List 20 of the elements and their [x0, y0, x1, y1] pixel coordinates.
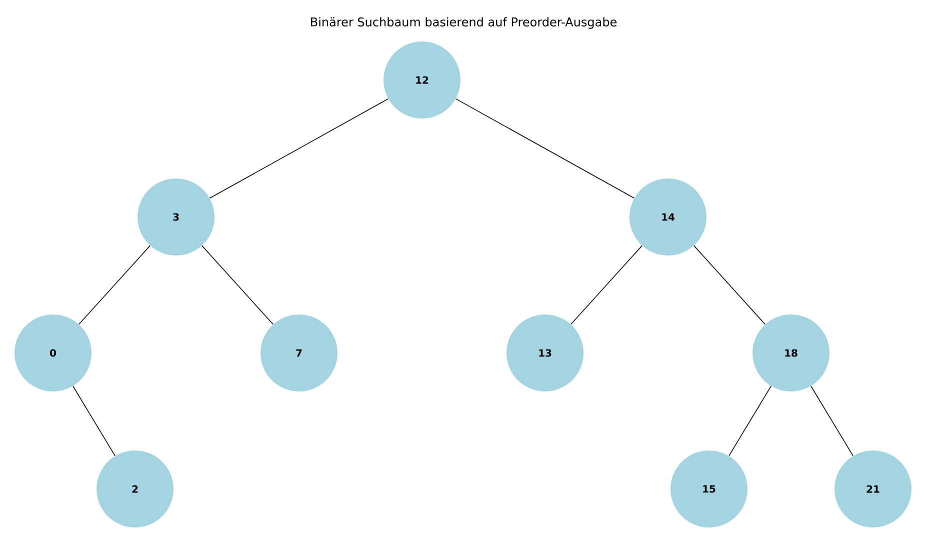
tree-node: 14 [630, 178, 706, 256]
connector-line [728, 386, 772, 456]
tree-node: 18 [752, 314, 830, 392]
tree-node: 15 [670, 450, 748, 528]
tree-node: 21 [834, 450, 912, 528]
tree-node: 13 [506, 314, 584, 392]
tree-node: 3 [138, 178, 214, 256]
tree-node: 12 [384, 42, 460, 118]
tree-node: 0 [14, 314, 92, 392]
connector-line [694, 245, 766, 325]
tree-node: 7 [260, 314, 338, 392]
connector-line [455, 98, 635, 199]
connector-line [209, 98, 389, 199]
tree-node: 2 [96, 450, 174, 528]
title: Binärer Suchbaum basierend auf Preorder-Ausgabe [311, 17, 617, 29]
connector-line [72, 386, 116, 456]
connector-line [78, 245, 150, 325]
connector-line [570, 245, 642, 325]
connector-line [202, 245, 274, 325]
connector-line [810, 386, 854, 456]
